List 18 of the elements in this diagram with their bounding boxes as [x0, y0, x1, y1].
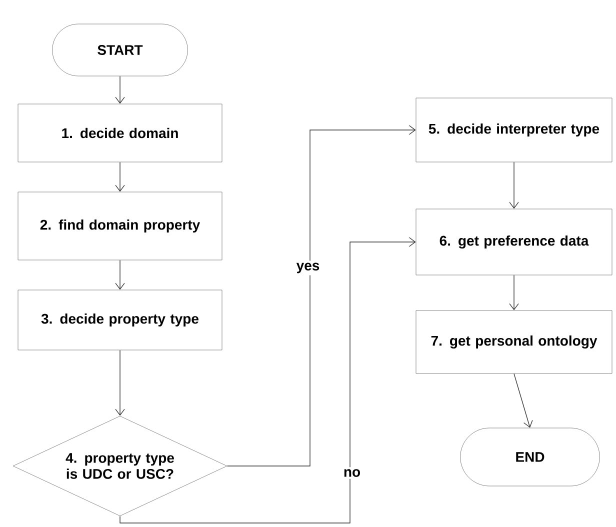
process-box: 1. decide domain — [18, 104, 222, 162]
arrow — [226, 125, 416, 466]
arrow — [120, 237, 416, 524]
arrow — [509, 274, 519, 310]
process-box: 7. get personal ontology — [416, 310, 612, 374]
arrow — [514, 373, 533, 428]
process-box: 3. decide property type — [18, 290, 222, 350]
arrow — [115, 260, 125, 290]
arrow — [115, 350, 125, 416]
process-box: 6. get preference data — [416, 208, 612, 276]
arrow — [115, 76, 125, 104]
edge-label: no — [341, 467, 363, 479]
arrow — [509, 162, 519, 209]
process-box: 2. find domain property — [18, 192, 222, 260]
terminal-box: END — [460, 428, 600, 486]
arrow — [115, 162, 125, 192]
terminal-box: START — [52, 24, 188, 76]
process-box: 5. decide interpreter type — [416, 98, 612, 162]
